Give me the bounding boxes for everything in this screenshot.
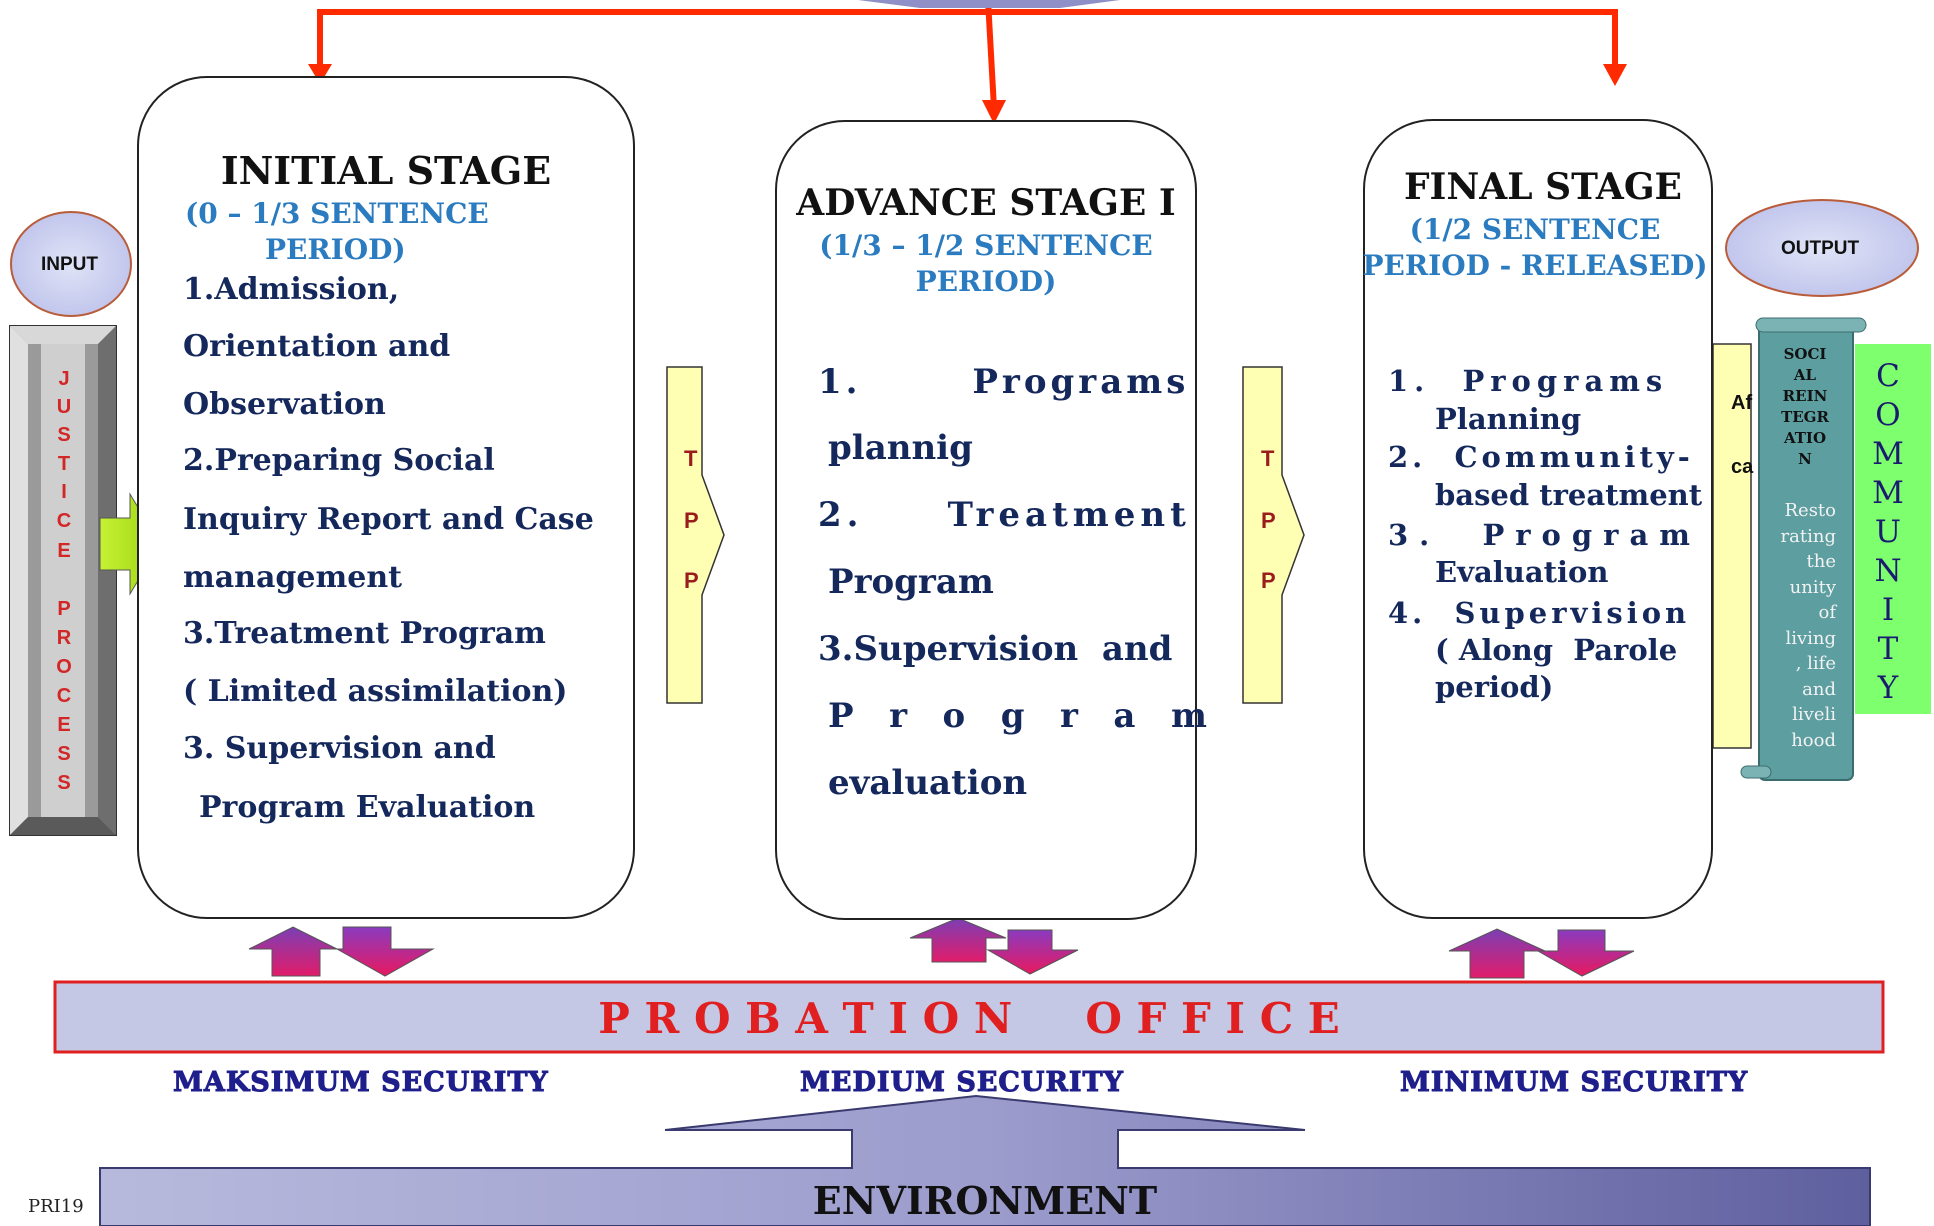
stage-item: plannig (828, 428, 973, 468)
process-letter: P (57, 598, 71, 620)
tpp-letter: P (1261, 508, 1276, 533)
stage-item: period) (1435, 670, 1554, 704)
stage-item: P r o g r a m (828, 696, 1207, 736)
community-letter: U (1874, 514, 1902, 550)
security-label-maximum: MAKSIMUM SECURITY (173, 1067, 549, 1099)
probation-office-bar (53, 980, 1885, 1054)
stage-item: 4. Supervision (1388, 596, 1691, 630)
tpp-letter: T (1261, 446, 1275, 471)
community-letter: Y (1877, 670, 1899, 706)
stage3-arrows (1448, 928, 1635, 979)
top-connector-arrows (317, 0, 1618, 109)
stage-item: ( Along Parole (1435, 633, 1678, 667)
community-letter: N (1874, 553, 1902, 589)
stage-item: Planning (1435, 402, 1582, 436)
input-oval (10, 211, 132, 317)
stage-item: management (183, 560, 402, 595)
community-letter: M (1872, 475, 1904, 511)
justice-letter: I (61, 481, 67, 503)
stage-item: Program (828, 562, 994, 602)
tpp-letter: T (684, 446, 698, 471)
community-letter: C (1876, 358, 1900, 394)
probation-office-label: P R O B A T I O N O F F I C E (598, 994, 1340, 1043)
stage-period: (1/2 SENTENCE PERIOD - RELEASED) (1362, 213, 1708, 282)
stage-item: 3. Program (1388, 518, 1701, 552)
stage-title: ADVANCE STAGE I (796, 182, 1176, 224)
justice-letter: T (57, 453, 71, 475)
justice-process-box (9, 325, 117, 836)
output-label: OUTPUT (1781, 238, 1860, 259)
stage-item: 3.Supervision and (818, 629, 1173, 669)
stage-period: (1/3 – 1/2 SENTENCE PERIOD) (819, 229, 1153, 298)
process-letter: R (56, 627, 72, 649)
stage-item: ( Limited assimilation) (183, 674, 568, 709)
stage-item: 1. Programs (1388, 364, 1669, 398)
tpp-letter: P (684, 508, 699, 533)
tpp-arrow-2 (1242, 366, 1305, 704)
tpp-letter: P (684, 568, 699, 593)
stage-item: 1. Programs (818, 362, 1190, 402)
stage-item: evaluation (828, 763, 1028, 803)
tpp-arrow-1 (666, 366, 725, 704)
community-letter: O (1875, 397, 1901, 433)
justice-letter: J (58, 368, 70, 390)
input-label: INPUT (41, 254, 98, 275)
stage-item: 2. Treatment (818, 495, 1191, 535)
partial-box-text: ca (1731, 456, 1754, 478)
stage-box-advance (775, 120, 1197, 920)
social-reintegration-scroll (1740, 317, 1867, 781)
justice-letter: U (56, 396, 72, 418)
top-source-shape (858, 0, 1120, 8)
community-letter: M (1872, 436, 1904, 472)
partial-box-text: Af (1731, 392, 1753, 414)
stage-item: Program Evaluation (199, 790, 536, 825)
security-label-medium: MEDIUM SECURITY (800, 1067, 1124, 1099)
stage-item: Evaluation (1435, 555, 1609, 589)
community-letter: T (1877, 631, 1899, 667)
red-arrowheads (308, 64, 1627, 124)
security-label-minimum: MINIMUM SECURITY (1399, 1067, 1749, 1099)
stage-item: Observation (183, 387, 386, 422)
stage-box-final (1363, 119, 1713, 919)
stage-item: Orientation and (183, 329, 451, 364)
stage-item: 2.Preparing Social (183, 443, 495, 478)
process-letter: O (56, 656, 72, 678)
stage1-arrows (248, 926, 435, 977)
stage-item: 3.Treatment Program (183, 616, 546, 651)
stage-item: 1.Admission, (183, 272, 400, 307)
process-letter: S (57, 772, 71, 794)
stage2-arrows (909, 917, 1079, 975)
output-oval (1725, 199, 1919, 297)
stage-item: 2. Community- (1388, 440, 1694, 474)
stage-item: based treatment (1435, 478, 1703, 512)
stage-item: Inquiry Report and Case (183, 502, 594, 537)
community-letter: I (1881, 592, 1895, 628)
justice-letter: E (57, 540, 71, 562)
partial-yellow-box (1712, 343, 1752, 749)
stage-box-initial (137, 76, 635, 919)
tpp-letter: P (1261, 568, 1276, 593)
environment-label: ENVIRONMENT (812, 1178, 1158, 1223)
stage-title: FINAL STAGE (1403, 166, 1682, 208)
process-letter: S (57, 743, 71, 765)
stage-item: 3. Supervision and (183, 731, 496, 766)
process-letter: E (57, 714, 71, 736)
process-letter: C (56, 685, 72, 707)
stage-period: (0 – 1/3 SENTENCE PERIOD) (185, 197, 489, 266)
environment-shape (99, 1094, 1871, 1226)
justice-letter: C (56, 510, 72, 532)
justice-letter: S (57, 424, 71, 446)
footer-code: PRI19 (28, 1196, 84, 1217)
community-box (1855, 344, 1931, 714)
stage-title: INITIAL STAGE (220, 148, 552, 193)
